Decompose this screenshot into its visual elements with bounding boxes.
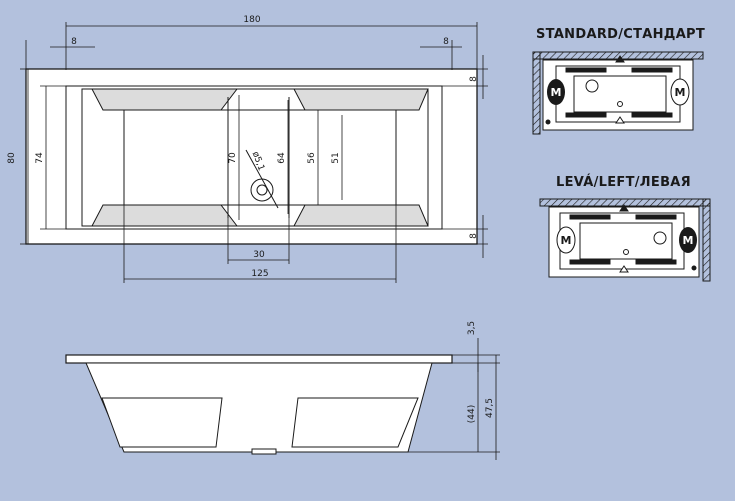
dim-rim-bottom: 8	[469, 233, 479, 239]
dim-center-64: 64	[277, 152, 287, 164]
side-left-seat	[101, 397, 223, 448]
left-wall-right	[702, 198, 711, 282]
standard-motor-left-label: M	[551, 86, 562, 99]
standard-motor-left: M	[547, 79, 565, 105]
standard-seat-bottom-right	[631, 112, 673, 118]
side-view	[65, 338, 500, 460]
left-seat-top-left	[569, 214, 611, 220]
left-motor-left: M	[556, 226, 576, 254]
dim-center-56: 56	[307, 152, 317, 164]
standard-control-icon	[585, 79, 599, 93]
dim-center-51: 51	[331, 152, 341, 163]
dim-rim-thickness: 3,5	[467, 321, 477, 335]
left-seat-bottom-left	[569, 259, 611, 265]
top-view-labels: 180 8 8 80 74 8 8 70 64 56 51 ø5,1 30 12…	[7, 15, 479, 279]
dim-overall-width: 80	[7, 152, 17, 164]
left-view	[539, 198, 711, 282]
standard-motor-right: M	[670, 78, 690, 106]
side-drain	[251, 448, 277, 455]
left-control-icon	[653, 231, 667, 245]
dim-inner-width: 74	[35, 152, 45, 164]
side-right-seat	[291, 397, 419, 448]
dim-backrest-height: 70	[228, 152, 238, 164]
left-wall-top	[539, 198, 711, 207]
dim-bottom-length: 125	[251, 269, 268, 279]
standard-center-frame	[573, 75, 667, 113]
side-view-labels: 3,5 (44) 47,5	[467, 321, 495, 423]
left-seat-bottom-right	[635, 259, 677, 265]
left-backrest-bottom	[91, 204, 239, 227]
dim-rim-top: 8	[469, 76, 479, 82]
right-backrest-bottom	[293, 204, 429, 227]
dim-overall-length: 180	[243, 15, 260, 25]
dim-inner-depth: (44)	[467, 405, 477, 423]
standard-wall-left	[532, 51, 541, 135]
left-title: LEVÁ/LEFT/ЛЕВАЯ	[556, 174, 691, 190]
right-backrest-top	[293, 88, 429, 111]
standard-seat-top-right	[631, 67, 673, 73]
top-view	[20, 22, 488, 283]
left-seat-top-right	[635, 214, 677, 220]
left-motor-right: M	[679, 227, 697, 253]
drain-inner	[256, 184, 268, 196]
dim-total-height: 47,5	[485, 398, 495, 418]
standard-motor-right-label: M	[675, 86, 686, 99]
drain-leader	[245, 149, 279, 209]
standard-title: STANDARD/СТАНДАРТ	[536, 27, 705, 42]
left-motor-left-label: M	[561, 234, 572, 247]
dim-rim-left: 8	[71, 37, 77, 47]
side-rim	[65, 354, 453, 364]
dim-rim-right: 8	[443, 37, 449, 47]
left-backrest-top	[91, 88, 239, 111]
standard-drain-marker	[615, 55, 625, 63]
left-motor-right-label: M	[683, 234, 694, 247]
dim-drain-offset: 30	[253, 250, 265, 260]
standard-wall-top	[532, 51, 704, 60]
standard-view	[532, 51, 704, 135]
standard-seat-top-left	[565, 67, 607, 73]
left-drain-marker	[619, 204, 629, 212]
left-center-frame	[579, 222, 673, 260]
standard-seat-bottom-left	[565, 112, 607, 118]
